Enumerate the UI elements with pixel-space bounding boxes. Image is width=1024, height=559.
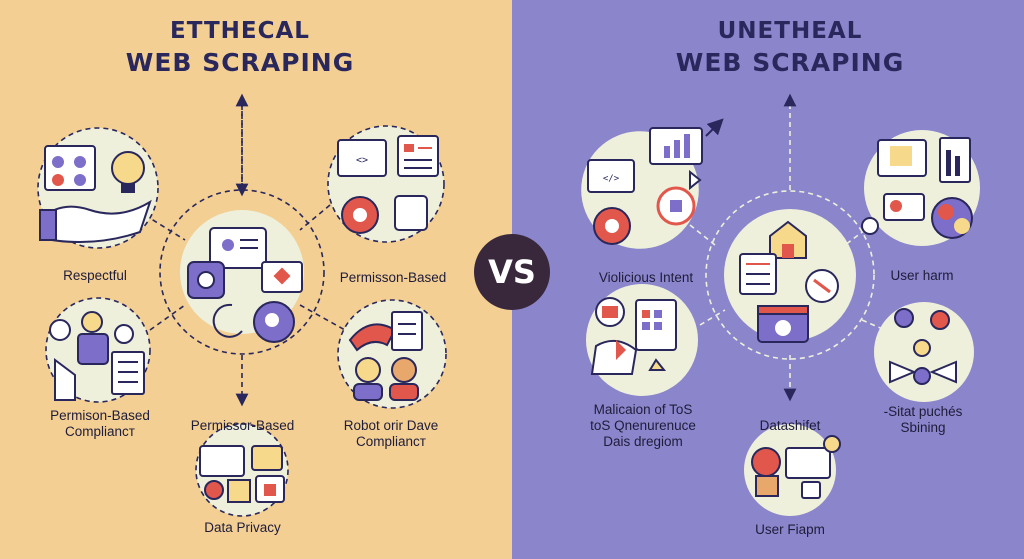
central-ring-right bbox=[705, 190, 875, 360]
label-permissor-based: Permissor-Based bbox=[190, 418, 295, 433]
location-pin-icon-2 bbox=[930, 310, 950, 330]
label-permission-based: Permisson-Based bbox=[339, 270, 447, 285]
label-malicious-intent: Violicious Intent bbox=[598, 270, 694, 285]
link-respectful bbox=[144, 214, 186, 241]
clock-icon bbox=[49, 319, 71, 341]
unethical-title-line2: WEB SCRAPING bbox=[675, 48, 905, 77]
svg-text:<>: <> bbox=[356, 155, 368, 166]
hand-icon-right bbox=[590, 339, 638, 375]
monitor-icon-right-2 bbox=[785, 447, 831, 479]
link-intent bbox=[689, 224, 716, 246]
lightbulb-icon bbox=[111, 151, 145, 185]
label-tos-2: toS Qnenurenuce bbox=[590, 418, 696, 433]
label-compliance-1: Permison-Based bbox=[50, 408, 150, 423]
ethical-title-line2: WEB SCRAPING bbox=[125, 48, 355, 77]
label-robot-1: Robot orir Dave bbox=[343, 418, 439, 433]
compliance-illustration bbox=[45, 297, 151, 403]
vs-badge: VS bbox=[474, 234, 550, 310]
label-datashift: Datashifet bbox=[759, 418, 821, 433]
left-connectors bbox=[144, 93, 346, 407]
person-icon-2 bbox=[355, 357, 381, 383]
respectful-illustration bbox=[37, 127, 159, 249]
check-icon bbox=[823, 435, 841, 453]
svg-text:</>: </> bbox=[603, 174, 620, 184]
data-privacy-illustration bbox=[195, 423, 289, 517]
label-sitat-1: -Sitat puchés bbox=[883, 404, 963, 419]
central-hub-ethical bbox=[180, 210, 304, 343]
code-window-icon bbox=[337, 139, 387, 177]
right-connectors bbox=[689, 93, 886, 402]
label-tos-1: Malicaion of ToS bbox=[593, 402, 693, 417]
central-hub-unethical bbox=[724, 209, 856, 343]
link-permission bbox=[299, 204, 331, 231]
intent-illustration: </> bbox=[581, 118, 724, 249]
document-icon bbox=[397, 135, 439, 177]
label-data-privacy: Data Privacy bbox=[204, 520, 281, 535]
location-pin-icon bbox=[894, 308, 914, 328]
monitor-icon-2 bbox=[199, 445, 245, 477]
video-call-icon bbox=[44, 145, 96, 191]
label-tos-3: Dais dregiom bbox=[603, 434, 683, 449]
robot-illustration bbox=[337, 299, 447, 409]
label-user-harm-bottom: User Fiарm bbox=[755, 522, 825, 537]
label-compliance-2: Compliancт bbox=[65, 424, 135, 439]
link-compliance bbox=[149, 304, 186, 331]
camera-icon bbox=[751, 447, 781, 477]
monitor-icon bbox=[209, 227, 267, 269]
link-robot bbox=[299, 304, 346, 331]
user-harm-bottom-illustration bbox=[744, 424, 841, 516]
central-ring bbox=[159, 189, 325, 355]
label-robot-2: Compliancт bbox=[356, 434, 426, 449]
label-respectful: Respectful bbox=[63, 268, 127, 283]
code-window-icon-right bbox=[587, 159, 635, 193]
person-icon bbox=[81, 311, 103, 333]
label-user-harm-top: User harm bbox=[890, 268, 954, 283]
unethical-title-line1: UNETHEAL bbox=[717, 18, 863, 44]
permission-illustration: <> bbox=[327, 125, 445, 243]
hand-icon bbox=[39, 199, 152, 244]
link-tos bbox=[699, 309, 726, 326]
checklist-icon-2 bbox=[391, 311, 423, 351]
sitat-illustration bbox=[874, 302, 974, 402]
tos-illustration bbox=[586, 284, 698, 396]
label-sitat-2: Sbining bbox=[900, 420, 946, 435]
user-harm-illustration bbox=[861, 130, 980, 246]
thumbs-hand-icon bbox=[394, 195, 428, 231]
padlock-icon-right bbox=[801, 481, 821, 499]
ethical-title-line1: ETTHECAL bbox=[170, 18, 310, 44]
